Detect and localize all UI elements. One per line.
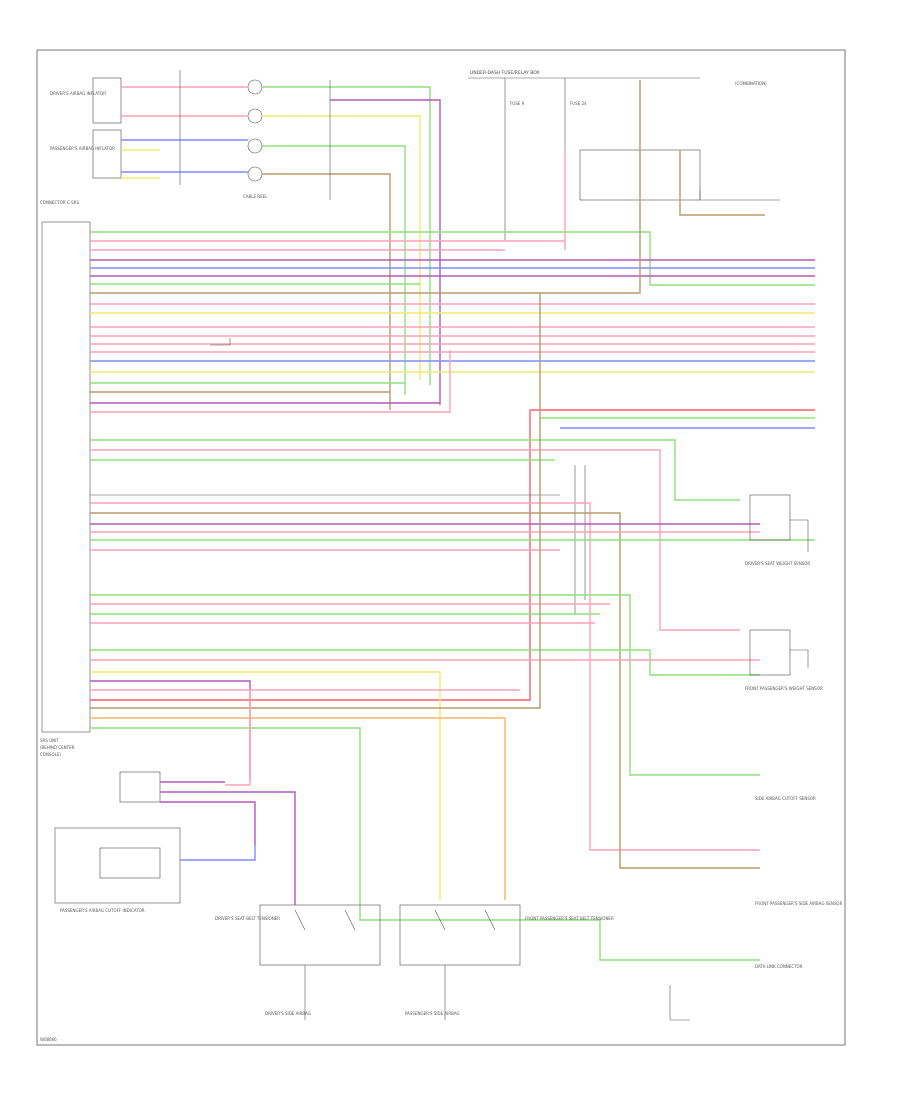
srs-unit-title: SRS UNIT — [40, 738, 59, 743]
srs-connector-strip — [41, 221, 91, 733]
passenger-side-airbag-label: PASSENGER'S SIDE AIRBAG — [405, 1011, 460, 1016]
switch-contacts — [294, 909, 496, 931]
sensor-ground — [790, 649, 809, 668]
wire-purple — [160, 791, 296, 905]
wire-purple — [90, 680, 251, 780]
driver-seat-weight-sensor — [749, 494, 791, 541]
wire-pink — [225, 690, 251, 786]
small-connector — [119, 771, 161, 803]
dlc-ground — [669, 985, 690, 1021]
wire-red — [90, 410, 531, 701]
wire-blue — [180, 845, 256, 861]
driver-inflator-box — [92, 77, 122, 124]
passenger-inflator-label: PASSENGER'S AIRBAG INFLATOR — [50, 146, 115, 151]
cable-reel-label: CABLE REEL — [243, 194, 268, 199]
wire-green — [262, 145, 406, 395]
wire-green — [90, 594, 760, 776]
ground-lead — [699, 190, 780, 201]
driver-tensioner-label: DRIVER'S SEAT BELT TENSIONER — [215, 916, 280, 921]
driver-seat-weight-label: DRIVER'S SEAT WEIGHT SENSOR — [745, 561, 810, 566]
tensioner-ground — [304, 965, 446, 1020]
middle-wire-bundle — [90, 409, 815, 869]
wire-green — [90, 727, 361, 880]
side-airbag-cutoff-label: SIDE AIRBAG CUTOFF SENSOR — [755, 796, 816, 801]
driver-side-airbag-label: DRIVER'S SIDE AIRBAG — [265, 1011, 311, 1016]
ground-ref — [210, 338, 231, 346]
cutoff-indicator-lamp — [99, 847, 161, 879]
driver-inflator-label: DRIVER'S AIRBAG INFLATOR — [50, 91, 106, 96]
fuse-label: FUSE 24 — [570, 101, 587, 106]
wire-brown — [679, 150, 765, 216]
wire-yellow — [262, 115, 421, 380]
diagram-code: W08066 — [40, 1037, 57, 1042]
cable-reel-terminal — [247, 166, 263, 182]
wire-orange — [90, 717, 506, 900]
front-passenger-weight-sensor — [749, 629, 791, 676]
wire-yellow — [90, 671, 441, 900]
srs-unit-title-3: CONSOLE) — [40, 752, 61, 757]
front-passenger-side-airbag-label: FRONT PASSENGER'S SIDE AIRBAG SENSOR — [755, 901, 843, 906]
data-link-connector-label: DATA LINK CONNECTOR — [755, 964, 803, 969]
bottom-left-components: PASSENGER'S AIRBAG CUTOFF INDICATOR — [54, 771, 296, 913]
fuse-label: FUSE 9 — [510, 101, 525, 106]
srs-unit-title-2: (BEHIND CENTER — [40, 745, 75, 750]
passenger-tensioner-box — [399, 904, 521, 966]
relay-note: (COMBINATION) — [735, 81, 767, 86]
wire-brown — [262, 173, 391, 410]
wire-green — [90, 231, 815, 286]
srs-unit: CONNECTOR C-SRS SRS UNIT (BEHIND CENTER … — [40, 200, 91, 757]
passenger-cutoff-label: PASSENGER'S AIRBAG CUTOFF INDICATOR — [60, 908, 145, 913]
wire-brown — [90, 293, 541, 709]
wire-brown — [90, 512, 760, 869]
wire-pink — [90, 350, 451, 413]
diagram-frame — [36, 49, 846, 1046]
wire-green — [262, 86, 431, 385]
wire-green — [359, 880, 760, 961]
wire-purple — [160, 801, 256, 845]
wire-pink — [90, 502, 760, 851]
driver-tensioner-box — [259, 904, 381, 966]
lower-wire-bundle — [90, 293, 760, 900]
right-side-components: DRIVER'S SEAT WEIGHT SENSOR FRONT PASSEN… — [359, 494, 843, 1021]
cable-reel-terminal — [247, 108, 263, 124]
seat-belt-tensioners: DRIVER'S SEAT BELT TENSIONER FRONT PASSE… — [215, 904, 614, 1020]
wire-green — [90, 439, 740, 501]
wire-green — [90, 649, 760, 676]
wire-brown — [90, 80, 641, 294]
connector-strip-label: CONNECTOR C-SRS — [40, 200, 79, 205]
front-passenger-weight-label: FRONT PASSENGER'S WEIGHT SENSOR — [745, 686, 823, 691]
fuse-box-title: UNDER-DASH FUSE/RELAY BOX — [470, 70, 540, 76]
sensor-ground — [790, 519, 809, 552]
fuse-relay-box: UNDER-DASH FUSE/RELAY BOX FUSE 9 FUSE 24… — [468, 70, 780, 250]
top-left-inflators: DRIVER'S AIRBAG INFLATOR PASSENGER'S AIR… — [50, 70, 441, 410]
upper-wire-bundle — [90, 80, 815, 413]
cable-reel-terminal — [247, 79, 263, 95]
passenger-cutoff-indicator — [54, 827, 181, 904]
passenger-tensioner-label: FRONT PASSENGER'S SEAT BELT TENSIONER — [525, 916, 614, 921]
cable-reel-terminal — [247, 138, 263, 154]
passenger-inflator-box — [92, 129, 122, 179]
